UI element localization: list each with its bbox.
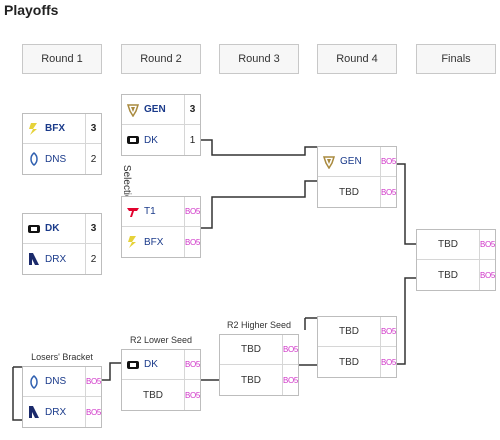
team-name: DK xyxy=(144,359,158,370)
round-3-header[interactable]: Round 3 xyxy=(219,44,299,74)
match-team-row[interactable]: TBD BO5 xyxy=(220,335,298,365)
match-format: BO5 xyxy=(85,367,101,396)
connector-r4-bot xyxy=(397,277,416,365)
team-name: DK xyxy=(144,134,158,146)
match-format: BO5 xyxy=(184,227,200,257)
match-team-row[interactable]: GEN 3 xyxy=(122,95,200,125)
match-team-row[interactable]: T1 BO5 xyxy=(122,197,200,227)
team-score: 3 xyxy=(184,95,200,124)
match-format: BO5 xyxy=(184,380,200,410)
losers-bracket-label: Losers' Bracket xyxy=(31,352,93,362)
team-score: 1 xyxy=(184,125,200,155)
match-team-row[interactable]: TBD BO5 xyxy=(318,177,396,207)
match-format: BO5 xyxy=(380,147,396,176)
round-2-header[interactable]: Round 2 xyxy=(121,44,201,74)
match-team-row[interactable]: GEN BO5 xyxy=(318,147,396,177)
match-r4-top[interactable]: GEN BO5 TBD BO5 xyxy=(317,146,397,208)
team-name: TBD xyxy=(339,186,359,198)
match-team-row[interactable]: DRX 2 xyxy=(23,244,101,274)
match-r1-losers[interactable]: DNS BO5 DRX BO5 xyxy=(22,366,102,428)
dns-icon xyxy=(27,374,41,389)
match-r2-lower[interactable]: DK BO5 TBD BO5 xyxy=(121,349,201,411)
team-name: DNS xyxy=(45,153,67,165)
match-format: BO5 xyxy=(380,177,396,207)
bfx-icon xyxy=(126,235,140,249)
match-team-row[interactable]: TBD BO5 xyxy=(318,317,396,347)
match-team-row[interactable]: TBD BO5 xyxy=(417,260,495,290)
gen-icon xyxy=(126,103,140,117)
match-format: BO5 xyxy=(184,197,200,226)
round-4-header[interactable]: Round 4 xyxy=(317,44,397,74)
match-format: BO5 xyxy=(282,365,298,395)
match-format: BO5 xyxy=(184,350,200,379)
bfx-icon xyxy=(27,122,41,136)
r2-lower-seed-label: R2 Lower Seed xyxy=(129,335,193,345)
match-finals[interactable]: TBD BO5 TBD BO5 xyxy=(416,229,496,291)
team-score: 3 xyxy=(85,214,101,243)
r2-higher-seed-label: R2 Higher Seed xyxy=(226,320,292,330)
team-name: BFX xyxy=(45,123,65,134)
team-name: TBD xyxy=(438,239,458,250)
match-team-row[interactable]: DK 1 xyxy=(122,125,200,155)
connector-r2-mid xyxy=(200,180,317,229)
dk-icon xyxy=(126,133,140,147)
page-title: Playoffs xyxy=(4,2,59,18)
connector-r4-bot-stub xyxy=(304,317,317,330)
dns-icon xyxy=(27,152,41,166)
team-name: TBD xyxy=(241,344,261,355)
team-name: GEN xyxy=(340,156,362,167)
match-team-row[interactable]: TBD BO5 xyxy=(318,347,396,377)
match-r2-top[interactable]: GEN 3 DK 1 xyxy=(121,94,201,156)
connector-r4-top xyxy=(397,163,416,245)
match-r4-bottom[interactable]: TBD BO5 TBD BO5 xyxy=(317,316,397,378)
match-team-row[interactable]: TBD BO5 xyxy=(122,380,200,410)
match-team-row[interactable]: DNS 2 xyxy=(23,144,101,174)
team-name: TBD xyxy=(143,389,163,401)
match-team-row[interactable]: BFX 3 xyxy=(23,114,101,144)
team-name: TBD xyxy=(438,269,458,281)
dk-icon xyxy=(27,222,41,236)
team-name: TBD xyxy=(241,374,261,386)
team-name: TBD xyxy=(339,326,359,337)
connector-losers-stub xyxy=(12,366,22,421)
match-r1-bottom[interactable]: DK 3 DRX 2 xyxy=(22,213,102,275)
match-team-row[interactable]: DNS BO5 xyxy=(23,367,101,397)
match-team-row[interactable]: TBD BO5 xyxy=(417,230,495,260)
team-score: 2 xyxy=(85,144,101,174)
team-name: DRX xyxy=(45,253,67,265)
match-team-row[interactable]: DK 3 xyxy=(23,214,101,244)
match-r1-top[interactable]: BFX 3 DNS 2 xyxy=(22,113,102,175)
team-name: T1 xyxy=(144,206,156,217)
match-team-row[interactable]: BFX BO5 xyxy=(122,227,200,257)
team-name: TBD xyxy=(339,356,359,368)
match-r2-mid[interactable]: T1 BO5 BFX BO5 xyxy=(121,196,201,258)
match-r3-lower[interactable]: TBD BO5 TBD BO5 xyxy=(219,334,299,396)
dk-icon xyxy=(126,358,140,372)
t1-icon xyxy=(126,205,140,219)
match-team-row[interactable]: DRX BO5 xyxy=(23,397,101,427)
team-name: DK xyxy=(45,223,60,234)
match-team-row[interactable]: TBD BO5 xyxy=(220,365,298,395)
gen-icon xyxy=(322,155,336,169)
connector-r2-top xyxy=(200,139,317,156)
match-team-row[interactable]: DK BO5 xyxy=(122,350,200,380)
match-format: BO5 xyxy=(380,317,396,346)
team-name: DNS xyxy=(45,376,67,387)
match-format: BO5 xyxy=(85,397,101,427)
team-name: DRX xyxy=(45,406,67,418)
round-1-header[interactable]: Round 1 xyxy=(22,44,102,74)
finals-header[interactable]: Finals xyxy=(416,44,496,74)
match-format: BO5 xyxy=(380,347,396,377)
match-format: BO5 xyxy=(282,335,298,364)
drx-icon xyxy=(27,405,41,419)
team-score: 3 xyxy=(85,114,101,143)
match-format: BO5 xyxy=(479,260,495,290)
team-name: BFX xyxy=(144,236,164,248)
connector-r1-low xyxy=(101,362,121,381)
team-score: 2 xyxy=(85,244,101,274)
drx-icon xyxy=(27,252,41,266)
team-name: GEN xyxy=(144,104,166,115)
match-format: BO5 xyxy=(479,230,495,259)
